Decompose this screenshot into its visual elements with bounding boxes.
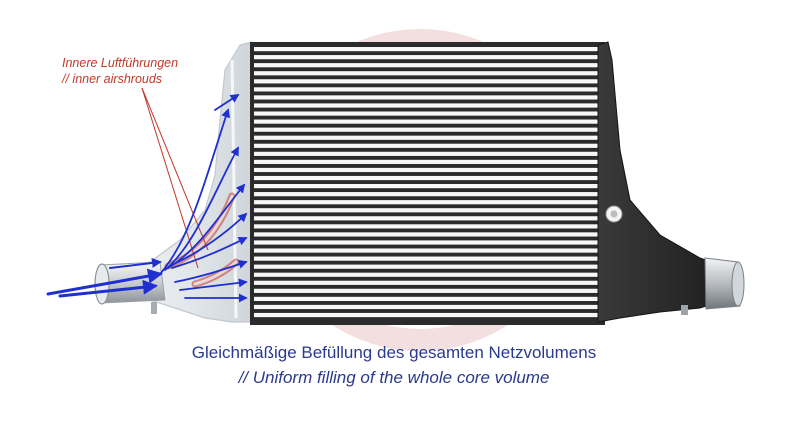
callout-line-german: Innere Luftführungen	[62, 56, 179, 70]
core-fin	[254, 296, 598, 302]
core-fin	[254, 127, 598, 132]
outlet-pipe	[681, 257, 745, 315]
core-fin	[254, 248, 598, 253]
core-fin	[254, 111, 598, 116]
core-fin	[254, 55, 598, 60]
core-fin	[254, 224, 598, 229]
core-fin	[254, 79, 598, 84]
core-fin	[254, 167, 598, 173]
core-fin	[254, 151, 598, 156]
core-fin	[254, 288, 598, 293]
core-fin	[254, 208, 598, 213]
core-fin	[254, 143, 598, 148]
core-fin	[254, 63, 598, 68]
core-fin	[254, 240, 598, 245]
caption-german: Gleichmäßige Befüllung des gesamten Netz…	[191, 343, 597, 362]
core-fin	[254, 200, 598, 205]
core-fin	[254, 232, 598, 237]
core-fin	[254, 95, 598, 100]
core-fin	[254, 280, 598, 285]
core-fin	[254, 119, 598, 124]
core-fin	[254, 87, 598, 92]
core-fin	[254, 159, 598, 165]
core-fin	[254, 135, 598, 140]
core-fin	[254, 304, 598, 310]
intercooler-core	[250, 42, 605, 325]
core-fin	[254, 103, 598, 108]
callout-leader-lines	[141, 87, 209, 269]
airflow-arrows	[46, 94, 248, 303]
core-fin	[254, 256, 598, 261]
core-fin	[254, 71, 598, 76]
core-fin	[254, 184, 598, 189]
core-fin	[254, 272, 598, 277]
airshroud-callout: Innere Luftführungen // inner airshrouds	[62, 55, 178, 87]
core-fin	[254, 192, 598, 197]
caption-english: // Uniform filling of the whole core vol…	[238, 368, 550, 387]
core-fin	[254, 175, 598, 181]
core-fin	[254, 47, 598, 52]
core-fin	[254, 312, 598, 318]
core-fin	[254, 216, 598, 221]
core-fin	[254, 264, 598, 269]
callout-line-english: // inner airshrouds	[62, 72, 163, 86]
